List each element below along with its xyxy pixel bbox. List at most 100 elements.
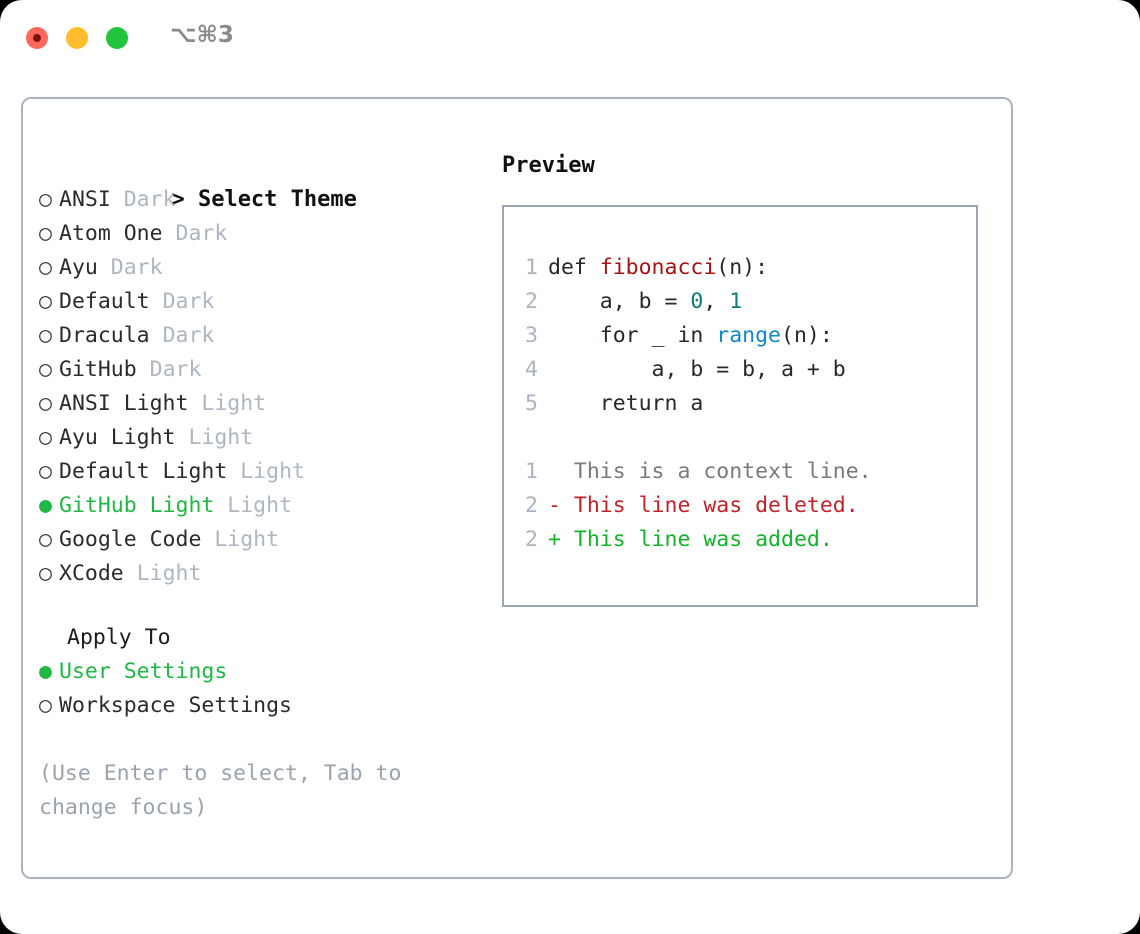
theme-name: Default Light	[59, 459, 228, 484]
main-panel: > Select Theme ○ANSI Dark○Atom One Dark○…	[21, 97, 1013, 879]
line-number: 4	[525, 357, 538, 382]
code-token-plain: (n):	[716, 255, 769, 280]
theme-list-item[interactable]: ○ Dracula Dark	[39, 319, 479, 353]
line-number: 2	[525, 289, 538, 314]
code-line: 1 def fibonacci(n):	[516, 251, 970, 285]
line-number: 5	[525, 391, 538, 416]
apply-to-option-label: Workspace Settings	[59, 693, 292, 718]
keyboard-hint-text: (Use Enter to select, Tab to change focu…	[39, 761, 402, 820]
theme-list-item[interactable]: ○Ayu Dark	[39, 251, 479, 285]
theme-name: Ayu Light	[59, 425, 176, 450]
theme-list-item[interactable]: ○GitHub Dark	[39, 353, 479, 387]
radio-unselected-icon[interactable]: ○	[39, 561, 52, 586]
theme-name: Dracula	[59, 323, 150, 348]
theme-name: GitHub Light	[59, 493, 215, 518]
code-token-plain: a, b =	[548, 289, 691, 314]
code-line: 3 for _ in range(n):	[516, 319, 970, 353]
traffic-lights	[26, 27, 128, 49]
theme-list-item[interactable]: ○ ANSI Dark	[39, 183, 479, 217]
theme-list-item[interactable]: ● GitHub Light Light	[39, 489, 479, 523]
theme-list-item[interactable]: ○Default Dark	[39, 285, 479, 319]
code-token-plain: a, b = b, a + b	[548, 357, 846, 382]
radio-unselected-icon[interactable]: ○	[39, 323, 52, 348]
diff-marker-context	[548, 459, 574, 484]
theme-variant-tag: Dark	[162, 323, 215, 348]
zoom-window-button[interactable]	[106, 27, 128, 49]
theme-variant-tag: Light	[227, 493, 293, 518]
code-token-num: 0	[690, 289, 704, 314]
theme-list-item[interactable]: ○ Default Light Light	[39, 455, 479, 489]
theme-list-item[interactable]: ○ Google Code Light	[39, 523, 479, 557]
apply-to-option[interactable]: ○ Workspace Settings	[39, 689, 479, 723]
code-token-fn: fibonacci	[599, 255, 717, 280]
diff-text-context: This is a context line.	[573, 459, 872, 484]
code-token-call: range	[716, 323, 782, 348]
theme-variant-tag: Dark	[162, 289, 215, 314]
code-token-plain: ,	[703, 289, 730, 314]
theme-list-item[interactable]: ○Atom One Dark	[39, 217, 479, 251]
theme-variant-tag: Light	[240, 459, 305, 484]
code-token-plain: def	[548, 255, 600, 280]
radio-unselected-icon[interactable]: ○	[39, 425, 52, 450]
line-number: 1	[525, 255, 538, 280]
diff-text-added: This line was added.	[573, 527, 833, 552]
radio-selected-icon[interactable]: ●	[39, 493, 52, 518]
diff-marker-added: +	[548, 527, 574, 552]
theme-name: XCode	[59, 561, 124, 586]
theme-variant-tag: Light	[136, 561, 202, 586]
code-sample: 1 def fibonacci(n): 2 a, b = 0, 1 3 for _ i…	[516, 251, 970, 421]
apply-to-list: ● User Settings ○ Workspace Settings	[39, 655, 479, 723]
diff-line: 2- This line was deleted.	[516, 489, 970, 523]
radio-unselected-icon[interactable]: ○	[39, 255, 52, 280]
diff-line: 2 + This line was added.	[516, 523, 970, 557]
radio-unselected-icon[interactable]: ○	[39, 693, 52, 718]
apply-to-option[interactable]: ● User Settings	[39, 655, 479, 689]
theme-selection-column: > Select Theme ○ANSI Dark○Atom One Dark○…	[39, 149, 479, 825]
code-line: 5 return a	[516, 387, 970, 421]
theme-list-item[interactable]: ○ XCode Light	[39, 557, 479, 591]
theme-name: ANSI	[59, 187, 111, 212]
keyboard-shortcut-label: ⌥⌘3	[170, 22, 234, 48]
diff-line: 1 This is a context line.	[516, 455, 970, 489]
radio-selected-icon[interactable]: ●	[39, 659, 52, 684]
radio-unselected-icon[interactable]: ○	[39, 357, 52, 382]
code-token-plain: (n):	[781, 323, 833, 348]
theme-variant-tag: Dark	[175, 221, 228, 246]
radio-unselected-icon[interactable]: ○	[39, 391, 52, 416]
line-number: 3	[525, 323, 538, 348]
theme-variant-tag: Light	[188, 425, 254, 450]
diff-sample: 1 This is a context line.2- This line wa…	[516, 455, 970, 557]
minimize-window-button[interactable]	[66, 27, 88, 49]
code-line: 4 a, b = b, a + b	[516, 353, 970, 387]
radio-unselected-icon[interactable]: ○	[39, 527, 52, 552]
radio-unselected-icon[interactable]: ○	[39, 289, 52, 314]
theme-variant-tag: Dark	[123, 187, 176, 212]
code-token-plain: return a	[548, 391, 704, 416]
theme-name: Ayu	[59, 255, 98, 280]
theme-list-header: > Select Theme	[39, 149, 479, 212]
preview-title: Preview	[502, 153, 595, 178]
page-title: Select Theme	[197, 187, 357, 212]
radio-unselected-icon[interactable]: ○	[39, 221, 52, 246]
diff-marker-deleted: -	[548, 493, 574, 518]
code-spacer	[516, 421, 970, 455]
theme-variant-tag: Light	[214, 527, 280, 552]
apply-to-option-label: User Settings	[59, 659, 228, 684]
theme-name: Google Code	[59, 527, 202, 552]
line-number: 1	[525, 459, 538, 484]
radio-unselected-icon[interactable]: ○	[39, 459, 52, 484]
code-token-plain: for _ in	[548, 323, 717, 348]
apply-to-label: Apply To	[67, 625, 171, 650]
close-window-button[interactable]	[26, 27, 48, 49]
theme-list-item[interactable]: ○ Ayu Light Light	[39, 421, 479, 455]
line-number: 2	[525, 527, 538, 552]
radio-unselected-icon[interactable]: ○	[39, 187, 52, 212]
theme-list-item[interactable]: ○ANSI Light Light	[39, 387, 479, 421]
title-bar: ⌥⌘3	[0, 0, 1140, 78]
theme-name: GitHub	[59, 357, 137, 382]
diff-text-deleted: This line was deleted.	[573, 493, 859, 518]
